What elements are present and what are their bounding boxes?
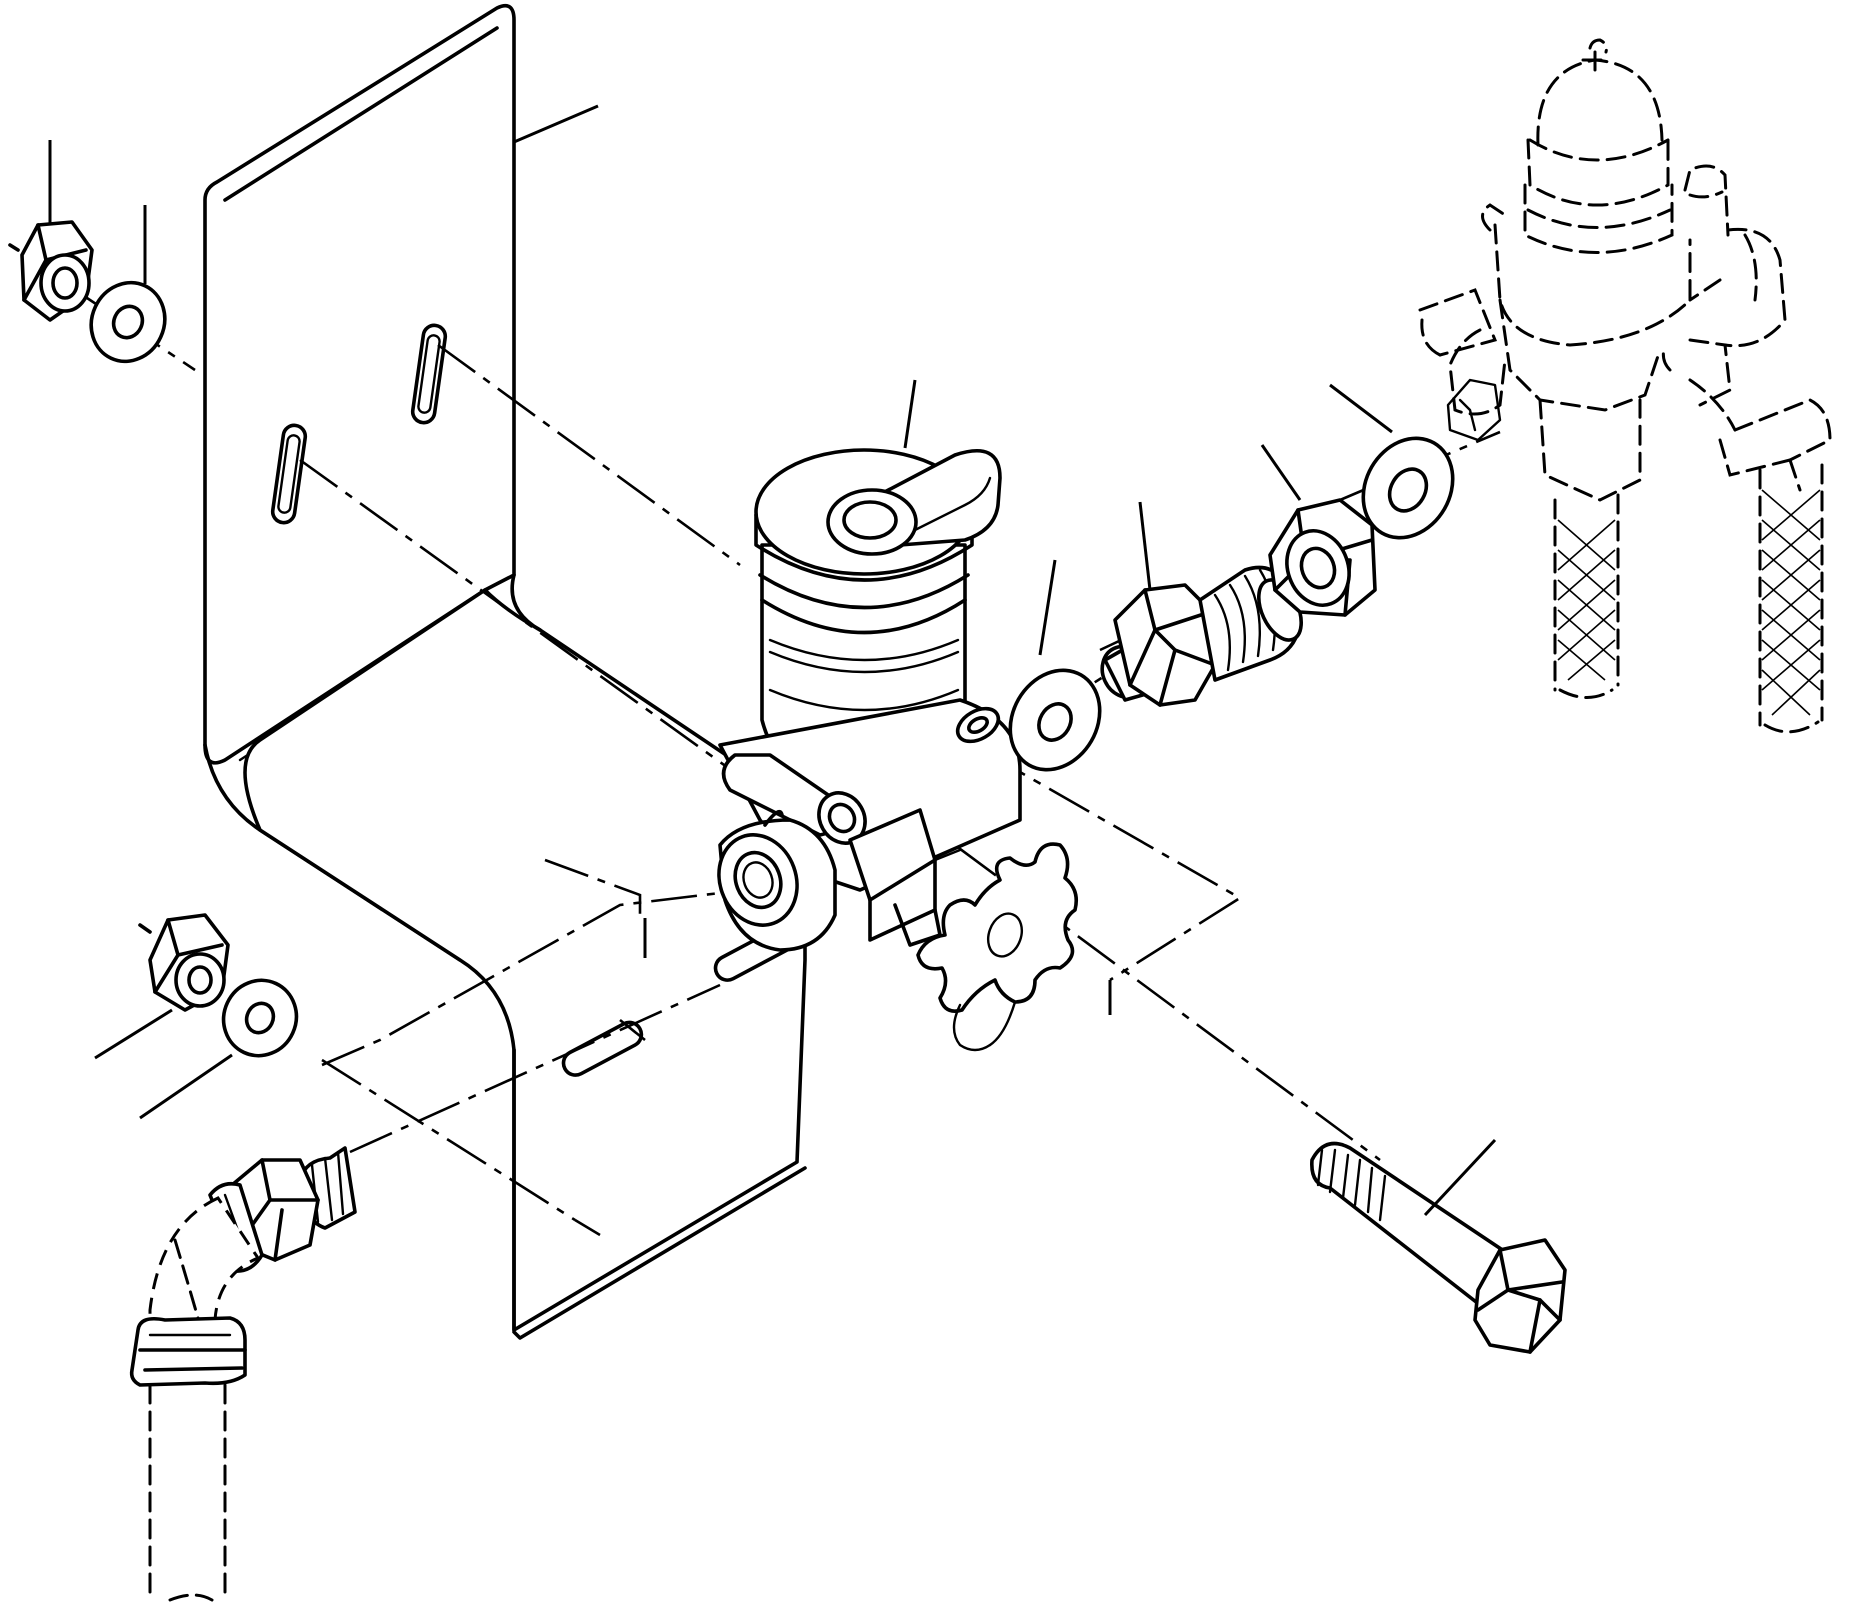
regulator-assembly [1418,38,1832,734]
upper-left-hex-nut [8,140,94,322]
mounting-bracket [203,3,807,1340]
hex-bolt [1310,1138,1567,1354]
lower-left-washer [139,978,299,1120]
upper-left-washer [89,205,167,364]
hose-elbow [129,1146,357,1602]
lower-left-hex-nut [94,913,230,1060]
right-washer [1329,383,1455,540]
star-knob [916,842,1079,1052]
right-hex-nut [1260,444,1377,617]
center-washer [1008,559,1102,772]
valve-body [717,698,1022,952]
connector-fitting [1100,501,1303,707]
leader-lines [643,918,1112,1015]
